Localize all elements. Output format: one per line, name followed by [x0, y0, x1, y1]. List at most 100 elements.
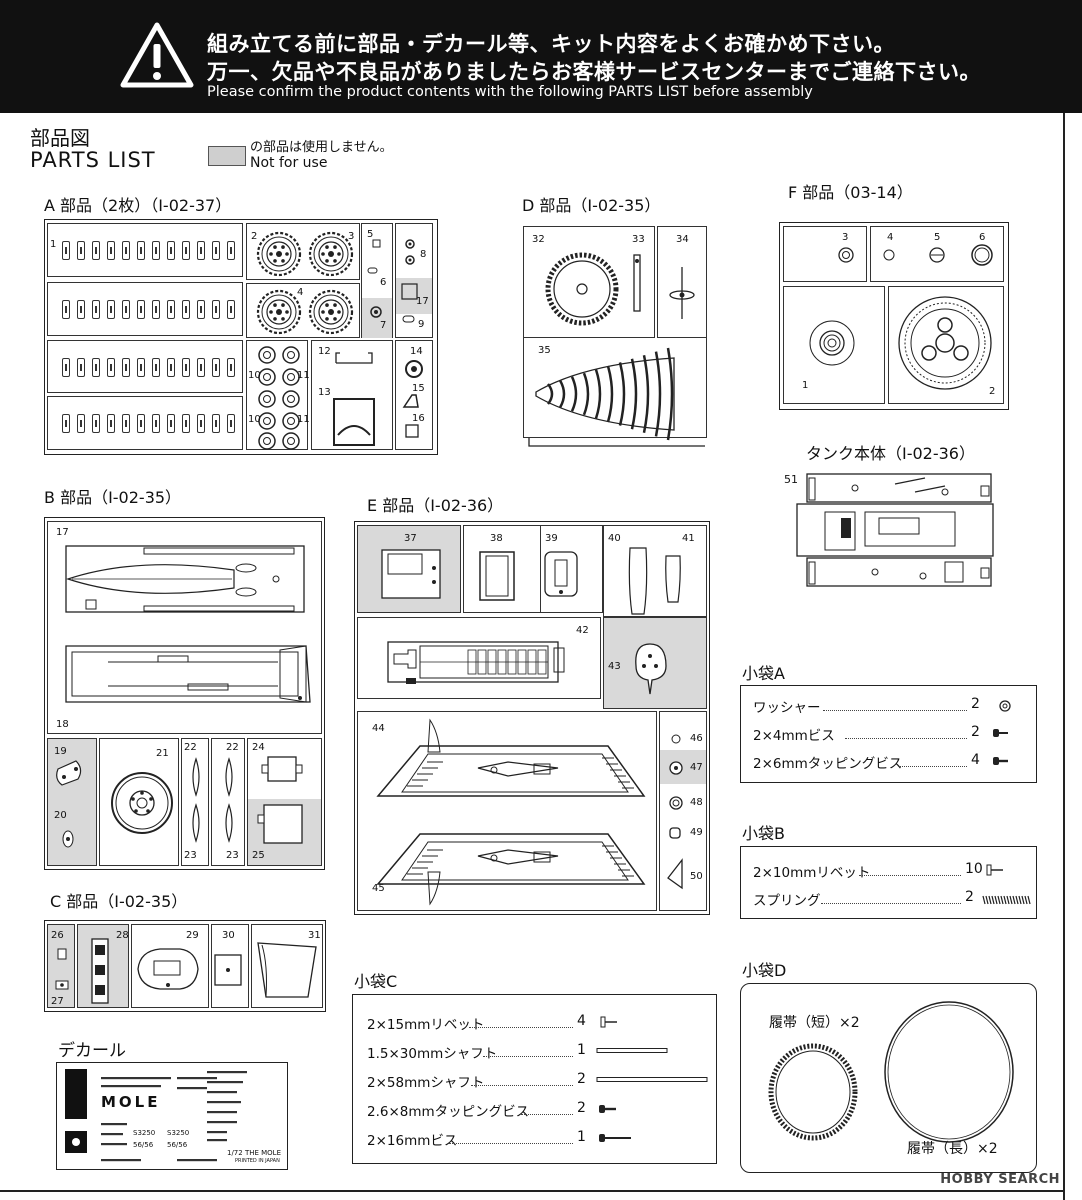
sprue-c-cell-29: 29 [131, 924, 209, 1008]
bag-item-name: 2×15mmリベット [367, 1017, 485, 1033]
track-long-label: 履帯（長）×2 [907, 1141, 998, 1157]
drive-wheel-icon [898, 296, 992, 390]
dotted-leader [859, 875, 961, 876]
part-number: 28 [116, 930, 129, 941]
bracket-part-icon [333, 352, 375, 446]
road-wheel-part [227, 241, 235, 260]
decal-marks-icon [101, 1071, 247, 1162]
part-number: 6 [380, 277, 387, 288]
road-wheel-part [152, 300, 160, 319]
road-wheel-part [227, 300, 235, 319]
dotted-leader [823, 710, 967, 711]
propeller-part-icon [669, 267, 695, 319]
section-d-label: D 部品（I-02-35） [522, 196, 661, 215]
sprue-f: 3 4 5 6 1 2 [779, 222, 1009, 410]
road-wheel-part [197, 414, 205, 433]
part-number: 35 [538, 345, 551, 356]
part-number: 17 [56, 527, 69, 538]
road-wheel-part [167, 358, 175, 377]
road-wheel-part [182, 358, 190, 377]
part-number: 22 [184, 742, 197, 753]
road-wheel-part [122, 414, 130, 433]
bag-item-qty: 2 [971, 696, 980, 712]
part-number: 11 [297, 370, 310, 381]
washer-part-icon [838, 247, 854, 263]
sprue-e-cell-44-45: 44 45 [357, 711, 657, 911]
road-wheel-part [212, 358, 220, 377]
gear-icon [256, 289, 354, 335]
part-number: 5 [934, 232, 941, 243]
road-wheel-part [62, 358, 70, 377]
part-number: 41 [682, 533, 695, 544]
part-number: 6 [979, 232, 986, 243]
bag-item-name: 1.5×30mmシャフト [367, 1046, 498, 1062]
tank-body-chassis-icon [796, 473, 994, 587]
dotted-leader [469, 1027, 573, 1028]
part-number: 17 [416, 296, 429, 307]
small-part-icon [401, 239, 418, 323]
bracket-part-icon [544, 551, 578, 597]
section-tank-label: タンク本体（I-02-36） [806, 444, 975, 463]
bag-item-name: 2×58mmシャフト [367, 1075, 485, 1091]
small-part-icon [667, 734, 683, 890]
part-number: 8 [420, 249, 427, 260]
road-wheel-part [92, 414, 100, 433]
bag-item-qty: 2 [971, 724, 980, 740]
bag-item-qty: 1 [577, 1129, 586, 1145]
sprue-a-part-14-16: 14 15 16 [395, 340, 433, 450]
track-belt-icon [768, 1001, 1014, 1143]
bag-item-name: 2×6mmタッピングビス [753, 756, 903, 772]
road-wheel-part [62, 241, 70, 260]
dotted-leader [471, 1085, 573, 1086]
road-wheel-part [182, 414, 190, 433]
part-number: 51 [784, 473, 798, 486]
sprue-e-cell-38: 38 [463, 525, 541, 613]
part-number: 45 [372, 883, 385, 894]
hull-half-icon [65, 545, 311, 703]
page-title-jp: 部品図 [30, 126, 90, 150]
sprue-f-cell-1: 1 [783, 286, 885, 404]
bag-item-qty: 2 [965, 889, 974, 905]
bag-item-name: スプリング [753, 893, 821, 909]
decal-code: 56/56 [133, 1141, 154, 1149]
section-decal-label: デカール [58, 1041, 126, 1061]
sprue-c: 26 27 28 29 30 31 [44, 920, 326, 1012]
sprue-a-small-parts-cell-2: 8 17 9 [395, 223, 433, 338]
bag-item-name: 2.6×8mmタッピングビス [367, 1104, 530, 1120]
road-wheel-part [92, 300, 100, 319]
sprue-a-small-parts-cell: 5 6 7 [361, 223, 393, 338]
small-disc-icon [883, 244, 993, 266]
dotted-leader [449, 1143, 573, 1144]
section-a-label: A 部品（2枚）（I-02-37） [44, 196, 232, 215]
decal-code: S3250 [167, 1129, 190, 1137]
part-number: 49 [690, 827, 703, 838]
road-wheel-part [122, 300, 130, 319]
cutter-disc-icon [545, 252, 641, 326]
wheel-disc-icon [111, 772, 173, 834]
bag-a-title: 小袋A [742, 664, 785, 683]
warning-line-1: 組み立てる前に部品・デカール等、キット内容をよくお確かめ下さい。 [207, 32, 895, 56]
sprue-e: 37 38 39 40 41 42 [354, 521, 710, 915]
blade-part-icon [628, 547, 681, 615]
part-number: 46 [690, 733, 703, 744]
part-number: 37 [404, 533, 417, 544]
section-f-label: F 部品（03-14） [788, 183, 913, 202]
road-wheel-part [137, 358, 145, 377]
road-wheel-part [212, 414, 220, 433]
unused-part-bg [362, 298, 392, 338]
sprue-e-cell-43: 43 [603, 617, 707, 709]
part-number: 32 [532, 234, 545, 245]
part-number: 29 [186, 930, 199, 941]
part-number: 5 [367, 229, 374, 240]
sprue-c-cell-26-27: 26 27 [47, 924, 75, 1008]
fin-part-icon [192, 757, 200, 843]
road-wheel-part [107, 358, 115, 377]
part-number: 7 [380, 320, 387, 331]
sprue-b-cell-19-20: 19 20 [47, 738, 97, 866]
sprue-runner [528, 438, 705, 447]
decal-code: 56/56 [167, 1141, 188, 1149]
road-wheel-part [107, 241, 115, 260]
sprue-b-cell-22-23a: 22 23 [181, 738, 209, 866]
decal-printed-text: PRINTED IN JAPAN [235, 1158, 280, 1164]
sprue-c-cell-28: 28 [77, 924, 129, 1008]
